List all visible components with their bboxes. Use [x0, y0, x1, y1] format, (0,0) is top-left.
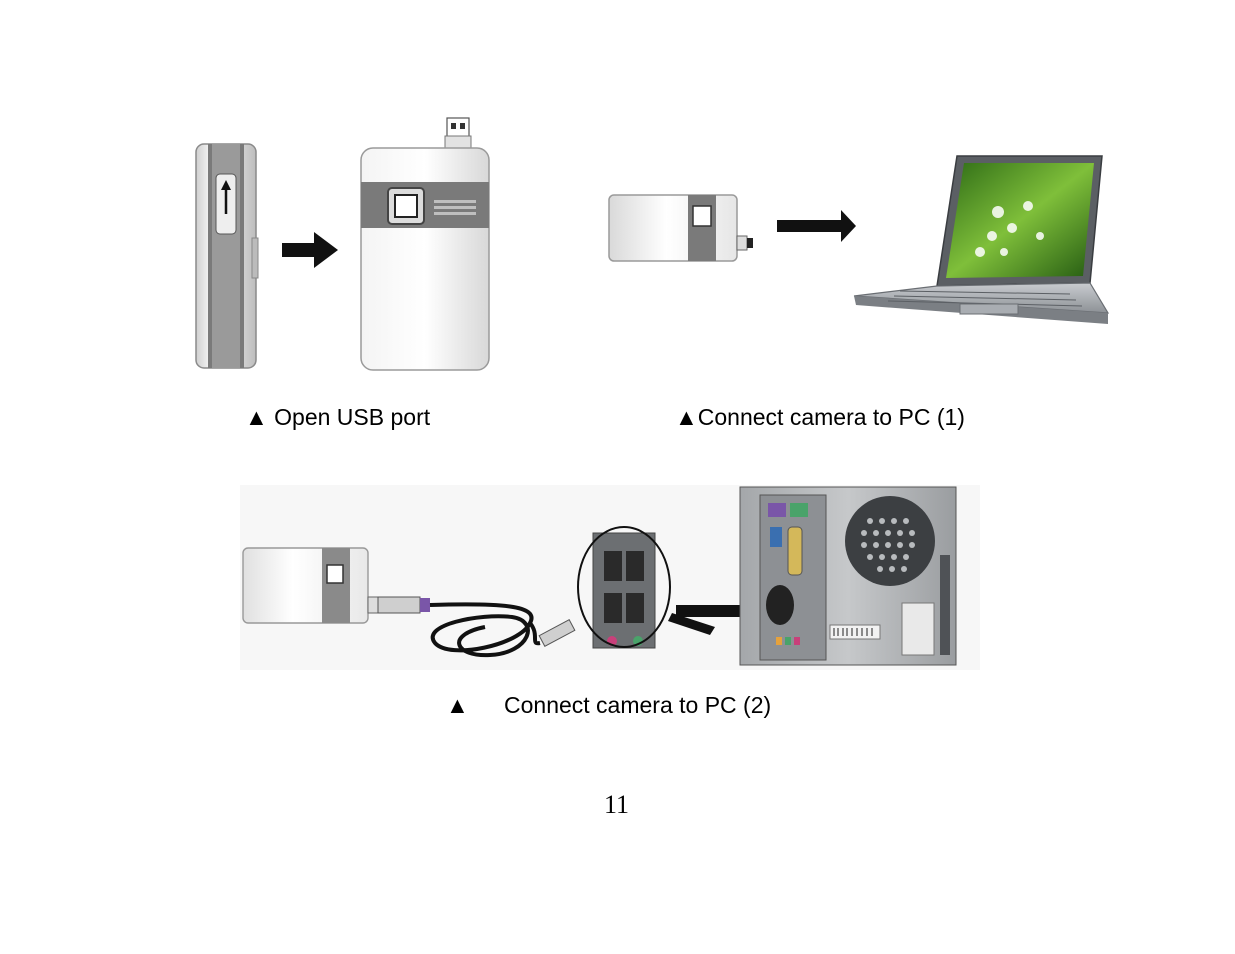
camera-horizontal-view — [242, 547, 379, 624]
camera-horizontal-view — [608, 194, 753, 262]
caption-connect-pc-2: ▲ Connect camera to PC (2) — [446, 691, 771, 719]
figure-open-usb — [190, 110, 500, 375]
page-number: 11 — [604, 790, 630, 819]
caption-text: Connect camera to PC (2) — [504, 692, 772, 718]
pc-tower-rear — [739, 486, 957, 666]
figure-connect-pc-1 — [600, 148, 1110, 343]
caption-text: Open USB port — [274, 404, 431, 430]
caption-open-usb: ▲ Open USB port — [245, 403, 430, 431]
camera-side-view — [195, 143, 259, 369]
caption-text: Connect camera to PC (1) — [697, 404, 965, 430]
right-arrow-icon — [282, 232, 338, 268]
usb-cable — [377, 596, 576, 658]
figure-connect-pc-2 — [240, 485, 980, 670]
triangle-marker-icon: ▲ — [245, 404, 268, 430]
triangle-marker-icon: ▲ — [446, 692, 469, 718]
usb-port-panel — [577, 526, 671, 649]
laptop-illustration — [853, 155, 1110, 324]
caption-connect-pc-1: ▲Connect camera to PC (1) — [675, 403, 965, 431]
right-arrow-icon — [777, 210, 856, 242]
camera-front-view — [360, 117, 490, 371]
triangle-marker-icon: ▲ — [675, 404, 698, 430]
